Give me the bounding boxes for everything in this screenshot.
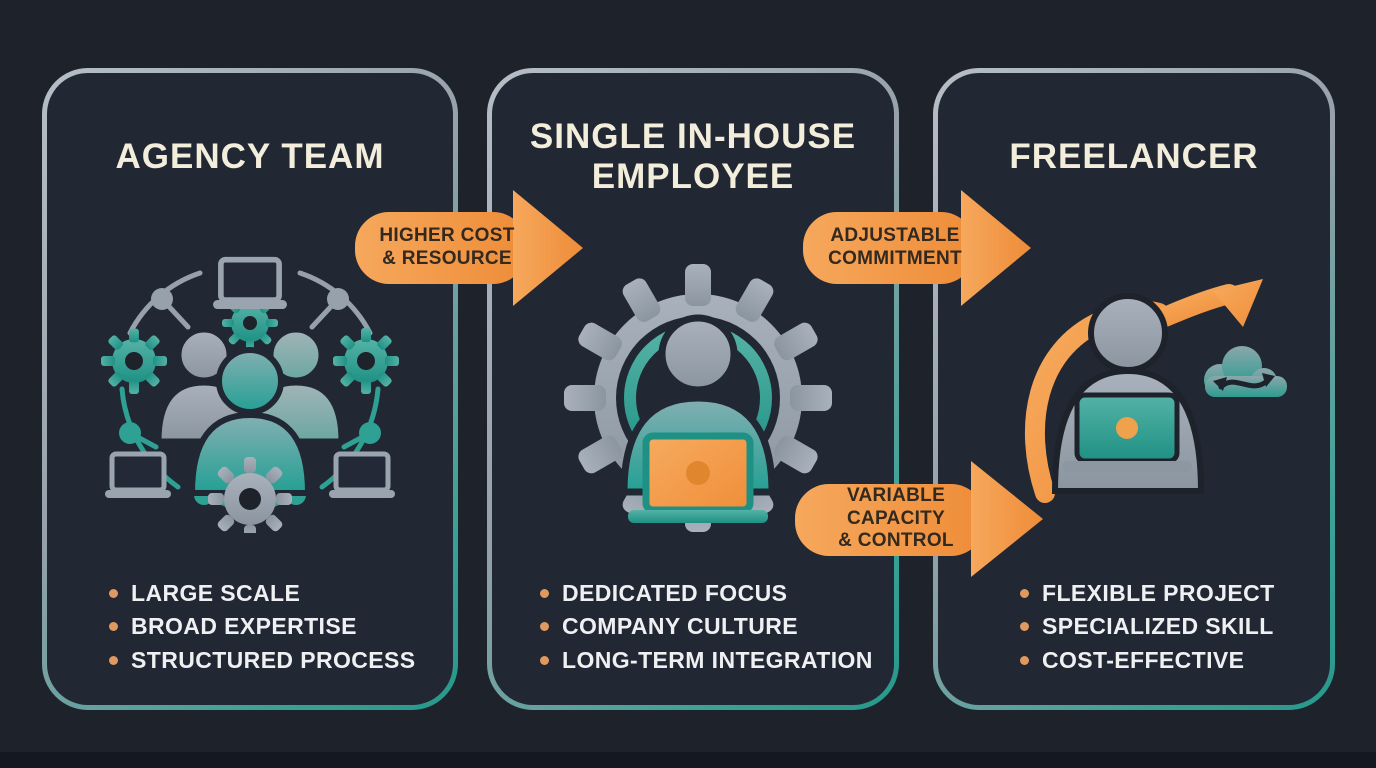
arrow-label-line: & RESOURCE bbox=[382, 248, 512, 269]
card-agency-team: AGENCY TEAM bbox=[42, 68, 458, 710]
laptop-icon bbox=[1062, 392, 1192, 472]
bullet-text: BROAD EXPERTISE bbox=[131, 613, 357, 640]
bottom-border-strip bbox=[0, 752, 1376, 768]
card-freelancer: FREELANCER bbox=[933, 68, 1335, 710]
arrow-label-line: ADJUSTABLE bbox=[830, 225, 960, 247]
laptop-icon bbox=[213, 260, 287, 309]
bullet-list: DEDICATED FOCUS COMPANY CULTURE LONG-TER… bbox=[492, 573, 942, 680]
bullet-item: COMPANY CULTURE bbox=[540, 613, 942, 639]
laptop-icon bbox=[329, 454, 395, 498]
bullet-item: LARGE SCALE bbox=[109, 580, 515, 606]
arrow-label-line: & CONTROL bbox=[838, 530, 954, 552]
arrow-label-line: COMMITMENT bbox=[828, 248, 962, 269]
bullet-text: FLEXIBLE PROJECT bbox=[1042, 580, 1275, 606]
bullet-dot bbox=[540, 655, 549, 665]
card-single-in-house-employee: SINGLE IN-HOUSE EMPLOYEE bbox=[487, 68, 899, 710]
arrow-variable-capacity-control: VARIABLE CAPACITY & CONTROL bbox=[795, 458, 1045, 580]
bullet-text: DEDICATED FOCUS bbox=[562, 580, 788, 606]
bullet-dot bbox=[540, 622, 549, 632]
bullet-dot bbox=[109, 622, 118, 632]
card-title-freelancer: FREELANCER bbox=[1009, 136, 1259, 176]
bullet-item: BROAD EXPERTISE bbox=[109, 613, 515, 639]
bullet-item: FLEXIBLE PROJECT bbox=[1020, 580, 1376, 606]
bullet-dot bbox=[1020, 655, 1029, 665]
bullet-text: STRUCTURED PROCESS bbox=[131, 646, 416, 673]
bullet-dot bbox=[1020, 589, 1029, 598]
arrow-label-line: HIGHER COST bbox=[379, 225, 515, 247]
bullet-dot bbox=[109, 589, 118, 598]
arrow-adjustable-commitment: ADJUSTABLE COMMITMENT bbox=[803, 188, 1033, 308]
right-arrow-icon bbox=[795, 461, 1043, 577]
arrow-label: ADJUSTABLE COMMITMENT bbox=[811, 188, 979, 308]
arrow-higher-cost-resource: HIGHER COST & RESOURCE bbox=[355, 188, 585, 308]
gear-person-laptop-icon bbox=[564, 264, 832, 532]
bullet-dot bbox=[540, 589, 549, 598]
bullet-text: COMPANY CULTURE bbox=[562, 613, 798, 640]
arrow-label: VARIABLE CAPACITY & CONTROL bbox=[803, 458, 989, 580]
bullet-list: FLEXIBLE PROJECT SPECIALIZED SKILL COST-… bbox=[938, 573, 1376, 680]
bullet-item: STRUCTURED PROCESS bbox=[109, 647, 515, 673]
bullet-list: LARGE SCALE BROAD EXPERTISE STRUCTURED P… bbox=[47, 573, 515, 680]
bullet-text: LONG-TERM INTEGRATION bbox=[562, 646, 873, 673]
bullet-dot bbox=[109, 655, 118, 665]
arrow-label: HIGHER COST & RESOURCE bbox=[363, 188, 531, 308]
bullet-item: DEDICATED FOCUS bbox=[540, 580, 942, 606]
bullet-item: COST-EFFECTIVE bbox=[1020, 647, 1376, 673]
gear-icon bbox=[208, 457, 292, 533]
gear-icon bbox=[333, 328, 399, 394]
laptop-icon bbox=[105, 454, 171, 498]
right-arrow-icon bbox=[803, 190, 1031, 306]
bullet-text: LARGE SCALE bbox=[131, 580, 301, 606]
cloud-icon bbox=[1204, 346, 1287, 397]
gear-icon bbox=[222, 295, 278, 351]
bullet-text: COST-EFFECTIVE bbox=[1042, 646, 1245, 673]
arrow-label-line: VARIABLE CAPACITY bbox=[846, 484, 946, 529]
person-laptop-growth-cloud-icon bbox=[1025, 279, 1287, 503]
card-title-single-in-house-employee: SINGLE IN-HOUSE EMPLOYEE bbox=[529, 116, 857, 196]
bullet-item: SPECIALIZED SKILL bbox=[1020, 613, 1376, 639]
laptop-icon bbox=[628, 432, 768, 523]
bullet-text: SPECIALIZED SKILL bbox=[1042, 613, 1274, 640]
right-arrow-icon bbox=[355, 190, 583, 306]
bullet-item: LONG-TERM INTEGRATION bbox=[540, 647, 942, 673]
card-title-agency-team: AGENCY TEAM bbox=[115, 136, 385, 176]
team-network-icon bbox=[101, 243, 399, 533]
gear-icon bbox=[101, 328, 167, 394]
bullet-dot bbox=[1020, 622, 1029, 632]
